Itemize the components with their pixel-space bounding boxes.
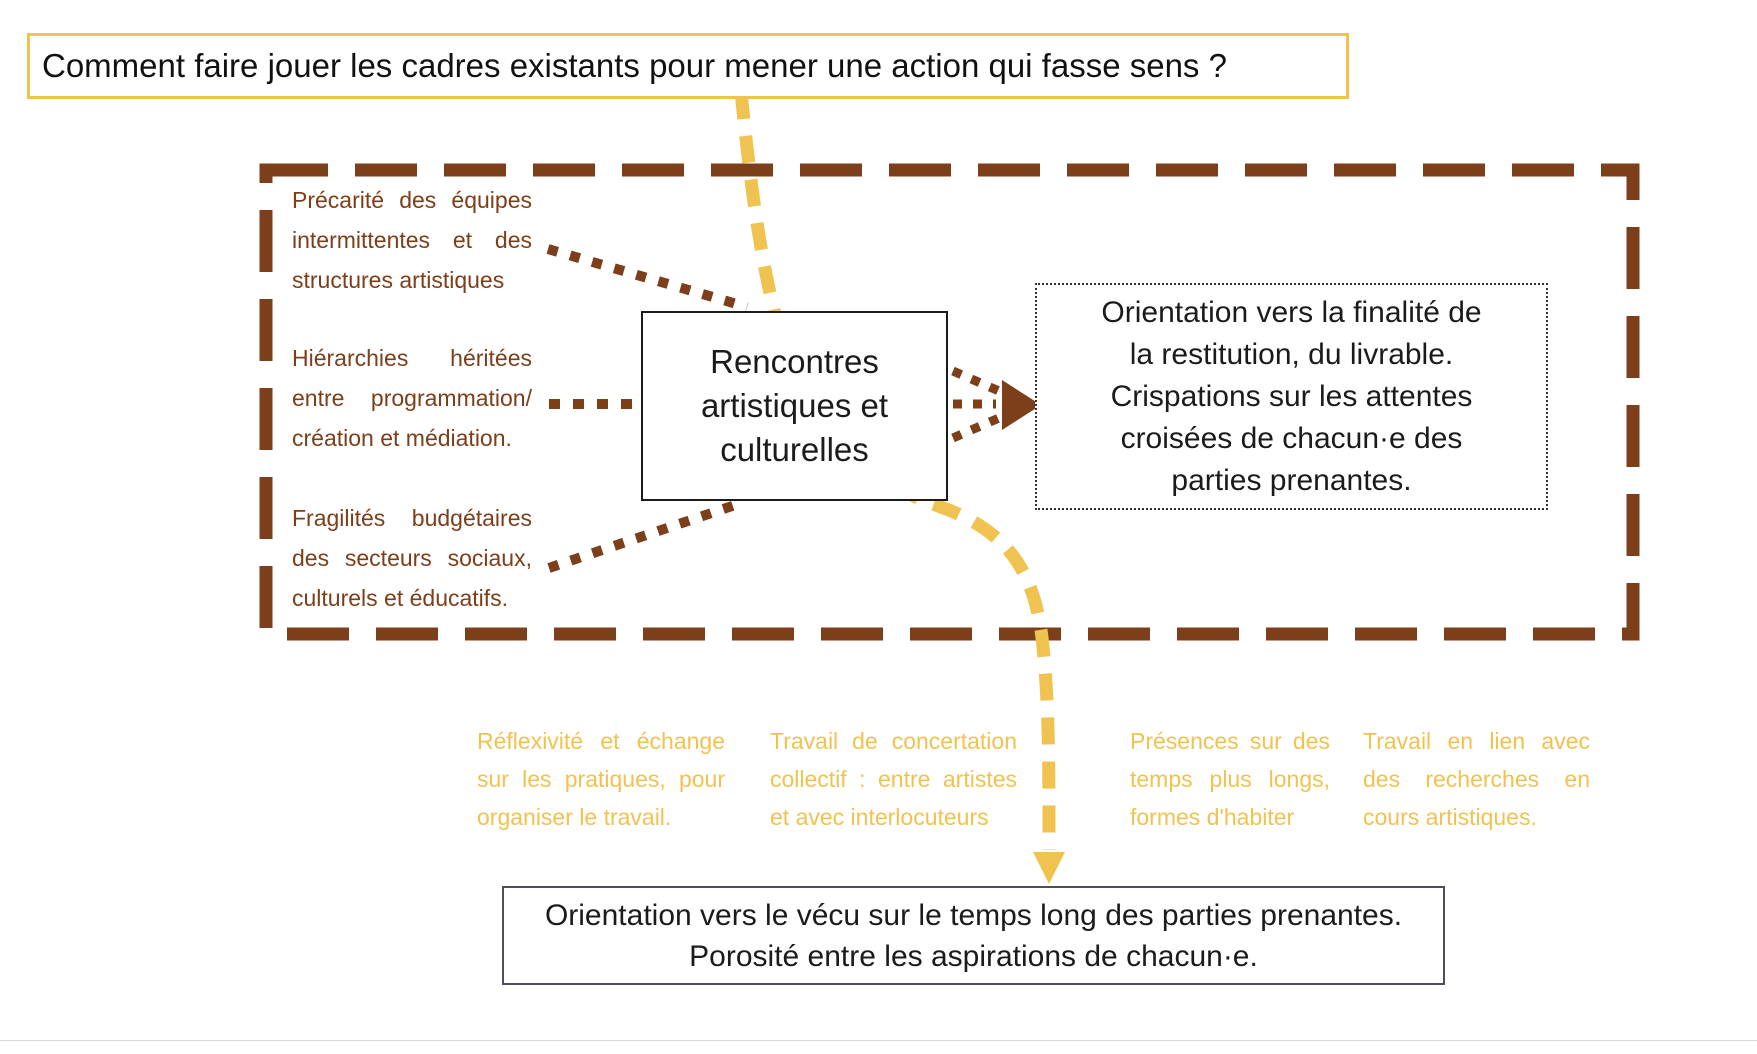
practice-concertation-line: et avec interlocuteurs xyxy=(770,804,989,830)
factor-hierarchies-line: création et médiation. xyxy=(292,425,512,451)
factor-fragilites-line: culturels et éducatifs. xyxy=(292,585,509,611)
practice-presences: Présences sur des temps plus longs, form… xyxy=(1130,722,1330,836)
outcome-deliverable-line: Crispations sur les attentes xyxy=(1110,379,1473,413)
outcome-deliverable-line: croisées de chacun·e des xyxy=(1120,421,1463,455)
practice-reflexivite-line: sur les pratiques, pour xyxy=(477,766,725,792)
factor-fragilites-line: des secteurs sociaux, xyxy=(292,545,532,571)
constraints-dashed-frame xyxy=(259,163,1640,641)
factor-precarite: Précarité des équipes intermittentes et … xyxy=(292,180,532,300)
practice-recherches-line: cours artistiques. xyxy=(1363,804,1537,830)
factor-precarite-line: Précarité des équipes xyxy=(292,187,532,213)
outcome-deliverable-line: la restitution, du livrable. xyxy=(1129,337,1454,371)
center-node-line: artistiques et xyxy=(700,387,889,424)
center-node-line: Rencontres xyxy=(710,343,879,380)
outcome-deliverable-line: Orientation vers la finalité de xyxy=(1101,295,1482,329)
practice-reflexivite-line: organiser le travail. xyxy=(477,804,672,830)
factor-hierarchies: Hiérarchies héritées entre programmation… xyxy=(292,338,532,458)
outcome-lived-box: Orientation vers le vécu sur le temps lo… xyxy=(502,886,1445,985)
down-arrowhead-icon xyxy=(1033,852,1065,884)
practice-concertation-line: collectif : entre artistes xyxy=(770,766,1017,792)
center-node-line: culturelles xyxy=(720,431,869,468)
factor-hierarchies-line: Hiérarchies héritées xyxy=(292,345,532,371)
factor-hierarchies-line: entre programmation/ xyxy=(292,385,532,411)
practice-concertation: Travail de concertation collectif : entr… xyxy=(770,722,1017,836)
factor-precarite-line: structures artistiques xyxy=(292,267,505,293)
center-node-rencontres: Rencontres artistiques et culturelles xyxy=(641,311,948,501)
fan-arrow-bottom-line xyxy=(951,413,1001,443)
practice-presences-line: temps plus longs, xyxy=(1130,766,1330,792)
question-banner: Comment faire jouer les cadres existants… xyxy=(27,33,1349,99)
practice-recherches-line: Travail en lien avec xyxy=(1363,728,1590,754)
outcome-lived-line: Porosité entre les aspirations de chacun… xyxy=(689,939,1258,973)
factor-precarite-line: intermittentes et des xyxy=(292,227,532,253)
outcome-lived-line: Orientation vers le vécu sur le temps lo… xyxy=(544,898,1403,932)
practice-presences-line: formes d'habiter xyxy=(1130,804,1295,830)
question-banner-text: Comment faire jouer les cadres existants… xyxy=(42,47,1227,84)
practice-recherches-line: des recherches en xyxy=(1363,766,1590,792)
fan-arrow-top-line xyxy=(951,366,1001,396)
connector-fragilites-to-center xyxy=(547,497,746,573)
practice-reflexivite: Réflexivité et échange sur les pratiques… xyxy=(477,722,725,836)
practice-presences-line: Présences sur des xyxy=(1130,728,1330,754)
outcome-deliverable-box: Orientation vers la finalité de la resti… xyxy=(1035,283,1548,510)
fan-arrowhead-icon xyxy=(1002,380,1041,430)
slide-bottom-edge xyxy=(0,1040,1757,1041)
factor-fragilites-line: Fragilités budgétaires xyxy=(292,505,532,531)
connector-precarite-to-center xyxy=(546,244,749,312)
outcome-deliverable-line: parties prenantes. xyxy=(1171,463,1412,497)
practice-recherches: Travail en lien avec des recherches en c… xyxy=(1363,722,1590,836)
practice-reflexivite-line: Réflexivité et échange xyxy=(477,728,725,754)
question-to-lived-curve xyxy=(734,91,1056,851)
factor-fragilites: Fragilités budgétaires des secteurs soci… xyxy=(292,498,532,618)
practice-concertation-line: Travail de concertation xyxy=(770,728,1017,754)
